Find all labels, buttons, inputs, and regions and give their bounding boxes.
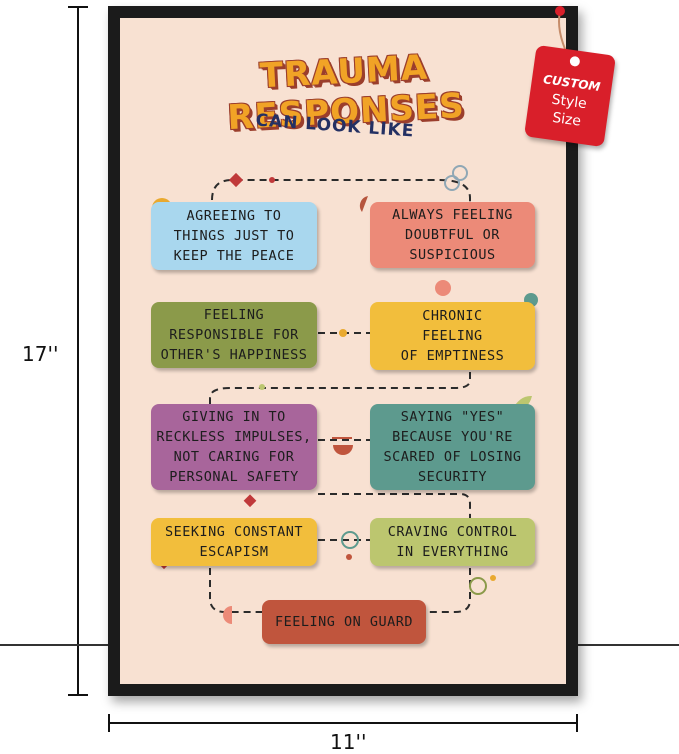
response-craving-control: CRAVING CONTROL IN EVERYTHING — [370, 518, 535, 566]
response-reckless-impulses: GIVING IN TO RECKLESS IMPULSES, NOT CARI… — [151, 404, 317, 490]
response-saying-yes: SAYING "YES" BECAUSE YOU'RE SCARED OF LO… — [370, 404, 535, 490]
height-dimension-label: 17'' — [22, 342, 59, 366]
height-dimension-cap-bottom — [68, 694, 88, 696]
response-responsible-for-others: FEELING RESPONSIBLE FOR OTHER'S HAPPINES… — [151, 302, 317, 368]
height-dimension-cap-top — [68, 6, 88, 8]
floor-shadow-right — [578, 644, 679, 646]
response-chronic-emptiness: CHRONIC FEELING OF EMPTINESS — [370, 302, 535, 370]
width-dimension-label: 11'' — [330, 730, 367, 754]
response-seeking-escapism: SEEKING CONSTANT ESCAPISM — [151, 518, 317, 566]
width-dimension-cap-left — [108, 714, 110, 732]
response-agreeing-to-keep-peace: AGREEING TO THINGS JUST TO KEEP THE PEAC… — [151, 202, 317, 270]
response-doubtful-suspicious: ALWAYS FEELING DOUBTFUL OR SUSPICIOUS — [370, 202, 535, 268]
width-dimension-cap-right — [576, 714, 578, 732]
floor-shadow-left — [0, 644, 110, 646]
response-feeling-on-guard: FEELING ON GUARD — [262, 600, 426, 644]
height-dimension-line — [77, 6, 79, 696]
width-dimension-line — [108, 722, 578, 724]
